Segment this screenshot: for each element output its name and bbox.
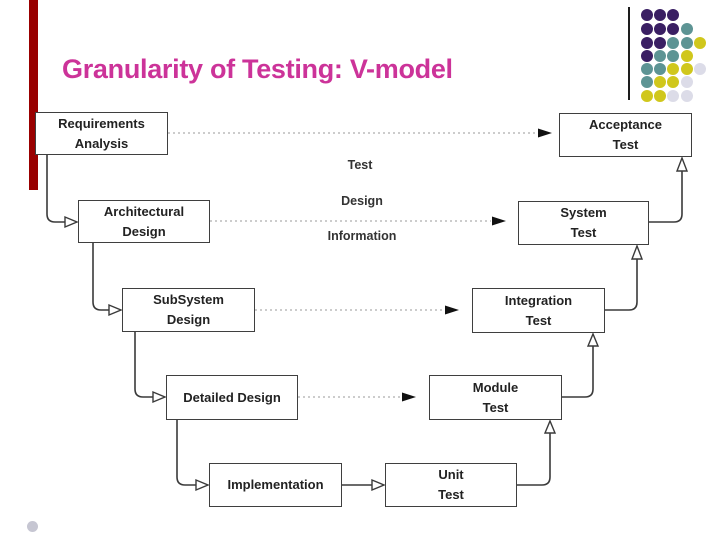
box-label: Architectural [103,203,185,219]
dot [681,37,693,49]
dot [641,90,653,102]
dot [641,9,653,21]
box-label: SubSystem [153,292,224,307]
box-label: Analysis [74,135,129,151]
arrowhead-solid-icon [492,216,506,226]
dot [667,50,679,62]
arrowhead-right-icon [64,215,79,229]
flow-label-information: Information [327,229,397,243]
accent-bar [29,0,38,190]
arrowhead-right-icon [371,478,386,492]
box-label: Test [570,225,597,240]
arrowhead-solid-icon [402,392,416,402]
box-label: Requirements [58,115,145,131]
connector-module-integration [562,346,594,398]
arrowhead-up-icon [586,332,600,347]
arrowhead-solid-icon [538,128,552,138]
flow-label-design: Design [341,194,383,208]
dot [654,50,666,62]
box-acceptance-test: Acceptance Test [559,113,692,157]
dot [681,23,693,35]
dot [694,37,706,49]
dot [641,23,653,35]
connector-subsystem-detailed [134,332,153,398]
box-unit-test: Unit Test [385,463,517,507]
dot [654,76,666,88]
dot [654,63,666,75]
box-label: Acceptance [589,117,662,132]
dot [641,76,653,88]
dot [641,63,653,75]
dots-decoration [0,0,720,110]
box-implementation: Implementation [209,463,342,507]
box-label: Implementation [227,477,324,492]
box-label: Design [122,223,166,239]
dot [667,90,679,102]
flow-label-test: Test [347,158,373,172]
connector-requirements-architectural [46,155,65,223]
dot [681,76,693,88]
arrowhead-up-icon [543,419,557,434]
dot [667,23,679,35]
box-label: Detailed Design [183,389,281,405]
dot [641,50,653,62]
box-label: Test [482,399,509,415]
arrowhead-right-icon [195,478,210,492]
dot [641,37,653,49]
corner-bullet-dot [27,521,38,532]
box-system-test: System Test [518,201,649,245]
box-label: Test [525,312,552,328]
dots-divider-line [628,7,630,100]
box-label: Module [472,379,519,395]
arrowhead-up-icon [630,244,644,260]
connector-detailed-implementation [176,420,196,486]
box-label: Integration [504,292,573,308]
box-label: Unit [438,467,464,482]
arrowhead-right-icon [108,303,123,317]
dot [667,37,679,49]
dot [667,9,679,21]
box-label: Test [438,487,464,502]
dot [667,76,679,88]
arrowhead-solid-icon [445,305,459,315]
dot [681,63,693,75]
box-module-test: Module Test [429,375,562,420]
box-label: System [560,205,607,220]
box-detailed-design: Detailed Design [166,375,298,420]
dot [654,90,666,102]
box-label: Test [612,137,639,152]
dot [654,9,666,21]
box-subsystem-design: SubSystem Design [122,288,255,332]
box-requirements-analysis: Requirements Analysis [35,112,168,155]
connector-system-acceptance [649,171,683,223]
arrowhead-up-icon [675,156,689,172]
connector-architectural-subsystem [92,243,109,311]
box-integration-test: Integration Test [472,288,605,333]
dot [694,63,706,75]
dot [681,90,693,102]
arrowhead-right-icon [152,390,167,404]
connector-integration-system [605,259,638,311]
dot [654,37,666,49]
page-title: Granularity of Testing: V-model [62,54,453,84]
connector-unit-module [517,433,551,486]
box-architectural-design: Architectural Design [78,200,210,243]
dot [654,23,666,35]
dot [681,50,693,62]
dot [667,63,679,75]
box-label: Design [166,312,211,327]
